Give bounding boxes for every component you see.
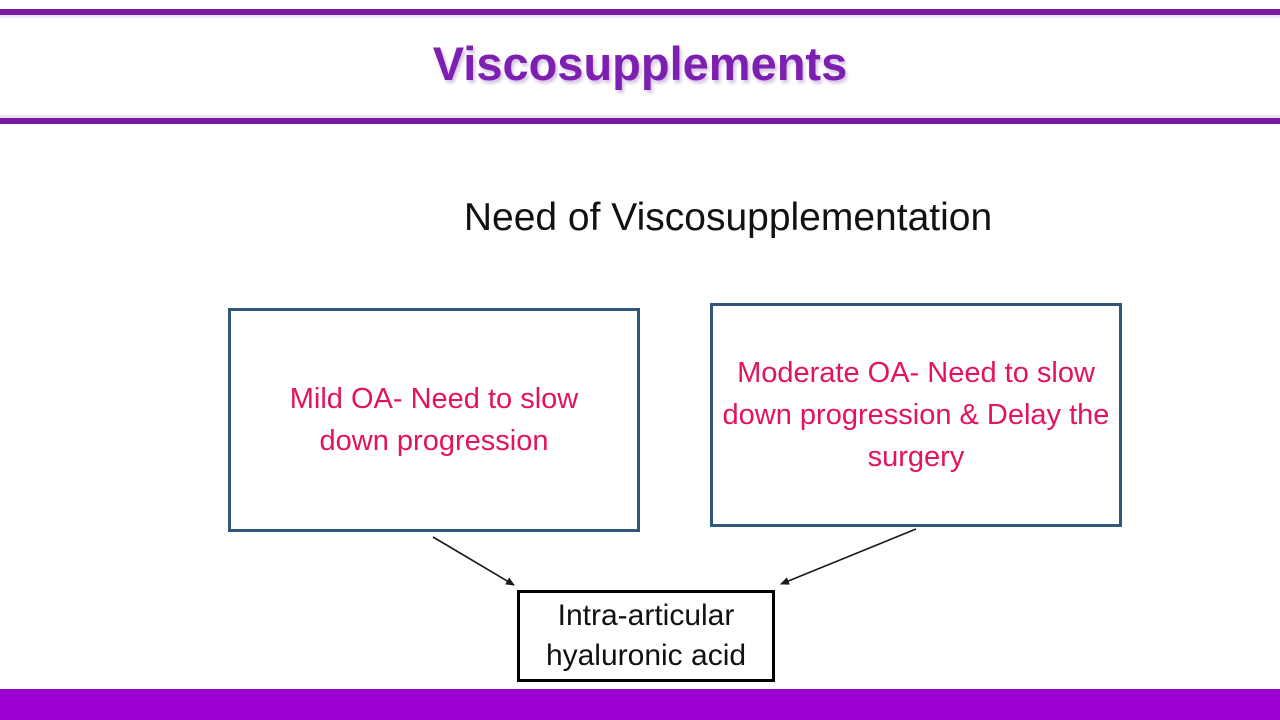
hyaluronic-acid-box-text: Intra-articular hyaluronic acid	[545, 598, 747, 673]
hyaluronic-acid-box: Intra-articular hyaluronic acid	[517, 590, 775, 682]
section-heading: Need of Viscosupplementation	[463, 196, 993, 239]
arrow-right-to-bottom	[780, 528, 917, 585]
moderate-oa-box: Moderate OA- Need to slow down progressi…	[710, 303, 1122, 527]
slide-title: Viscosupplements	[432, 37, 848, 90]
top-border-line	[0, 9, 1280, 15]
mild-oa-box-text: Mild OA- Need to slow down progression	[289, 382, 579, 457]
moderate-oa-box-text: Moderate OA- Need to slow down progressi…	[722, 356, 1110, 474]
bottom-border-bar	[0, 689, 1280, 720]
title-divider-line	[0, 118, 1280, 124]
mild-oa-box: Mild OA- Need to slow down progression	[228, 308, 640, 532]
arrow-left-to-bottom	[432, 536, 515, 586]
